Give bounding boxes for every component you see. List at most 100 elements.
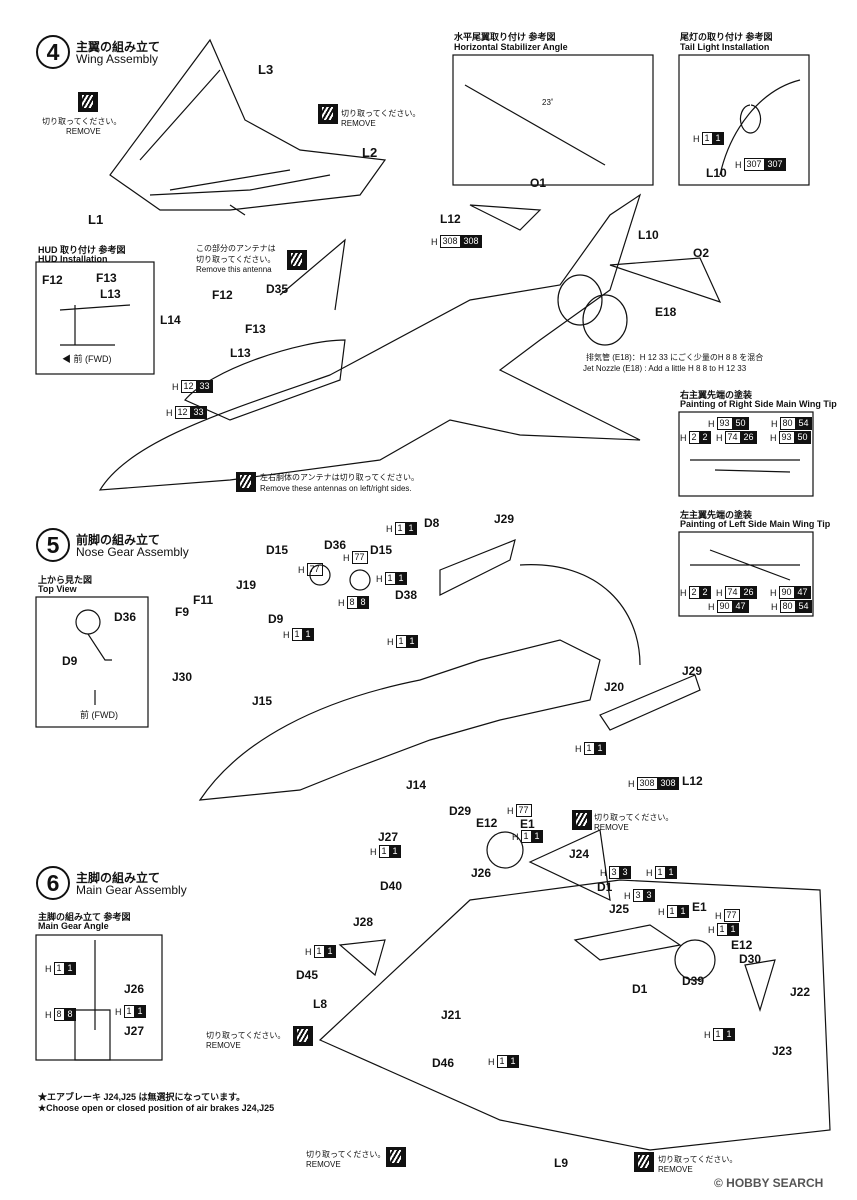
part-label: J14: [406, 778, 427, 792]
remove-label-en: REMOVE: [658, 1165, 693, 1174]
remove-label-jp: 切り取ってください。: [42, 117, 122, 126]
left-tip-title-jp: 左主翼先端の塗装: [680, 510, 753, 520]
remove-label-jp: 切り取ってください。: [306, 1150, 386, 1159]
tail-light-ref-title-en: Tail Light Installation: [680, 42, 770, 52]
left-tip-title-en: Painting of Left Side Main Wing Tip: [680, 519, 831, 529]
right-tip-title-jp: 右主翼先端の塗装: [680, 390, 753, 400]
remove-antenna-jp2: 切り取ってください。: [196, 255, 276, 264]
remove-label-jp: 切り取ってください。: [341, 109, 421, 118]
part-label: J26: [124, 982, 145, 996]
nose-fuselage-drawing: [198, 639, 601, 801]
remove-label-en: REMOVE: [341, 119, 376, 128]
part-label: D40: [380, 879, 403, 893]
part-label: L1: [88, 212, 104, 227]
part-label: E1: [692, 900, 707, 914]
part-label: D36: [324, 538, 347, 552]
part-label: D36: [114, 610, 137, 624]
remove-label-jp: 切り取ってください。: [206, 1031, 286, 1040]
step-4-title-en: Wing Assembly: [76, 52, 159, 66]
tail-light-ref-title-jp: 尾灯の取り付け 参考図: [680, 32, 773, 42]
step-5-title-jp: 前脚の組み立て: [76, 533, 161, 547]
remove-icon: [634, 1152, 654, 1172]
remove-icon: [293, 1026, 313, 1046]
remove-antenna-jp: この部分のアンテナは: [196, 244, 276, 253]
step-6-title-jp: 主脚の組み立て: [76, 871, 161, 885]
remove-label-en: REMOVE: [594, 823, 629, 832]
remove-antennas-en: Remove these antennas on left/right side…: [260, 484, 412, 493]
part-label: L13: [100, 287, 121, 301]
part-label: D30: [739, 952, 762, 966]
top-view-title-en: Top View: [38, 584, 77, 594]
jet-nozzle-note-en: Jet Nozzle (E18) : Add a little H 8 8 to…: [583, 364, 747, 373]
part-label: L3: [258, 62, 274, 77]
step-number-5: 5: [36, 528, 70, 562]
remove-icon: [287, 250, 307, 270]
part-label: O2: [693, 246, 710, 260]
step-4-title-jp: 主翼の組み立て: [76, 40, 161, 54]
part-label: J22: [790, 985, 811, 999]
part-label: L2: [362, 145, 378, 160]
remove-label-en: REMOVE: [66, 127, 101, 136]
part-label: J15: [252, 694, 273, 708]
part-label: D15: [266, 543, 289, 557]
jet-nozzle-note-jp: 排気管 (E18)：H 12 33 にごく少量のH 8 8 を混合: [586, 353, 764, 362]
part-label: J29: [682, 664, 703, 678]
part-label: D1: [597, 880, 613, 894]
main-gear-angle-title-jp: 主脚の組み立て 参考図: [38, 912, 131, 922]
part-label: J26: [471, 866, 492, 880]
part-label: J21: [441, 1008, 462, 1022]
part-label: E12: [476, 816, 498, 830]
remove-label-jp: 切り取ってください。: [658, 1155, 738, 1164]
remove-antenna-en: Remove this antenna: [196, 265, 272, 274]
part-label: O1: [530, 176, 547, 190]
part-label: E1: [520, 817, 535, 831]
part-label: L10: [706, 166, 727, 180]
part-label: D8: [424, 516, 440, 530]
part-label: J20: [604, 680, 625, 694]
fwd-label: 前 (FWD): [73, 354, 112, 364]
main-gear-wing-drawing: [318, 879, 831, 1151]
part-label: J25: [609, 902, 630, 916]
fwd-label: 前 (FWD): [80, 710, 118, 720]
fwd-arrow-label: ◀ 前 (FWD): [62, 354, 112, 364]
part-label: J29: [494, 512, 515, 526]
hud-ref-title-jp: HUD 取り付け 参考図: [38, 245, 126, 255]
part-label: L10: [638, 228, 659, 242]
fuselage-top-drawing: [98, 193, 642, 491]
remove-label-jp: 切り取ってください。: [594, 813, 674, 822]
part-label: E18: [655, 305, 677, 319]
part-label: J19: [236, 578, 257, 592]
remove-icon: [572, 810, 592, 830]
part-label: L8: [313, 997, 328, 1011]
main-gear-angle-title-en: Main Gear Angle: [38, 921, 109, 931]
part-label: J24: [569, 847, 590, 861]
